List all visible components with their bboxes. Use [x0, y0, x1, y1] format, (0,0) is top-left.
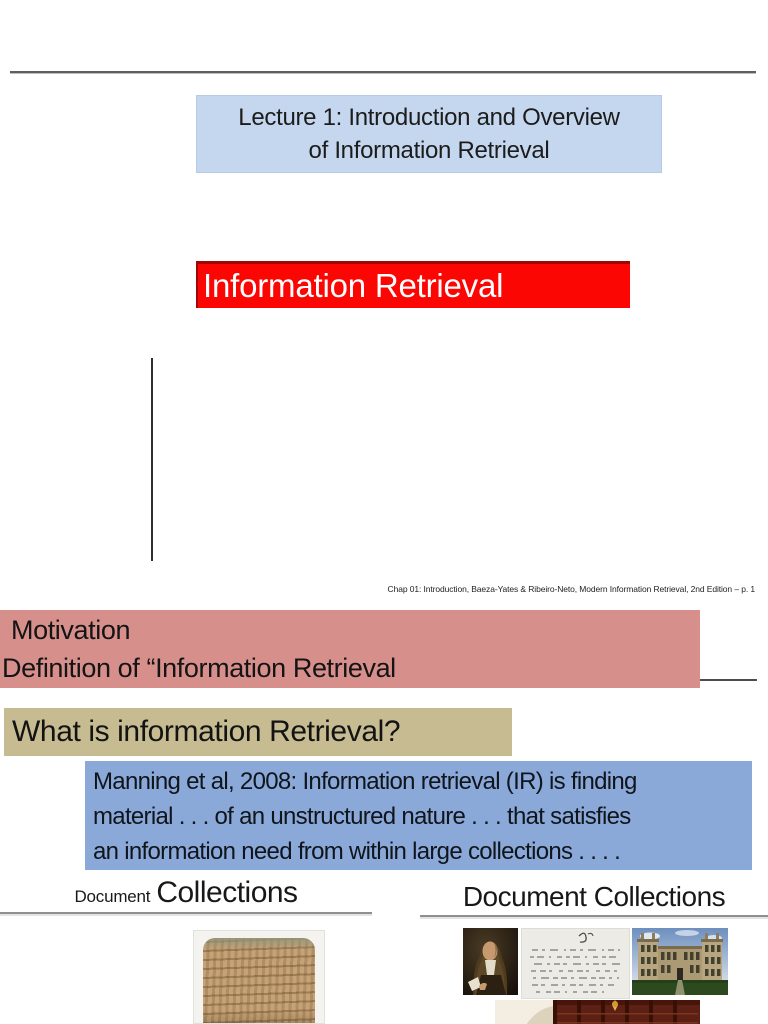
lecture-title-line-1: Lecture 1: Introduction and Overview [238, 104, 620, 131]
definition-line-1: Manning et al, 2008: Information retriev… [93, 768, 637, 795]
cuneiform-tablet-image [193, 930, 325, 1024]
motivation-header-box: Motivation Definition of “Information Re… [0, 610, 700, 688]
definition-line-2: material . . . of an unstructured nature… [93, 803, 631, 830]
vertical-divider-line [151, 358, 153, 561]
banner-text: Information Retrieval [203, 267, 504, 304]
slide-footer-citation: Chap 01: Introduction, Baeza-Yates & Rib… [387, 584, 756, 594]
document-collections-heading-left: Document Collections [0, 876, 372, 910]
definition-line: Definition of “Information Retrieval [2, 653, 396, 683]
library-interior-image [495, 1000, 700, 1024]
portrait-painting-image [463, 928, 518, 995]
motivation-side-line [700, 679, 757, 681]
question-text: What is information Retrieval? [12, 715, 401, 748]
manning-definition-box: Manning et al, 2008: Information retriev… [85, 761, 752, 870]
manuscript-page-image [521, 928, 630, 999]
top-divider-line [10, 71, 756, 74]
lecture-title-line-2: of Information Retrieval [308, 137, 550, 164]
heading-left-underline [0, 912, 372, 914]
heading-title: Collections [156, 876, 298, 909]
document-collections-heading-right: Document Collections [462, 881, 726, 912]
heading-right-underline [420, 915, 768, 917]
library-building-image [632, 928, 728, 995]
clay-tablet [203, 938, 315, 1023]
heading-prefix: Document [74, 887, 151, 906]
lecture-title-box: Lecture 1: Introduction and Overview of … [196, 95, 662, 173]
information-retrieval-banner: Information Retrieval [196, 261, 630, 308]
definition-line-3: an information need from within large co… [93, 838, 621, 865]
question-header-box: What is information Retrieval? [4, 708, 512, 756]
motivation-line: Motivation [11, 615, 131, 645]
